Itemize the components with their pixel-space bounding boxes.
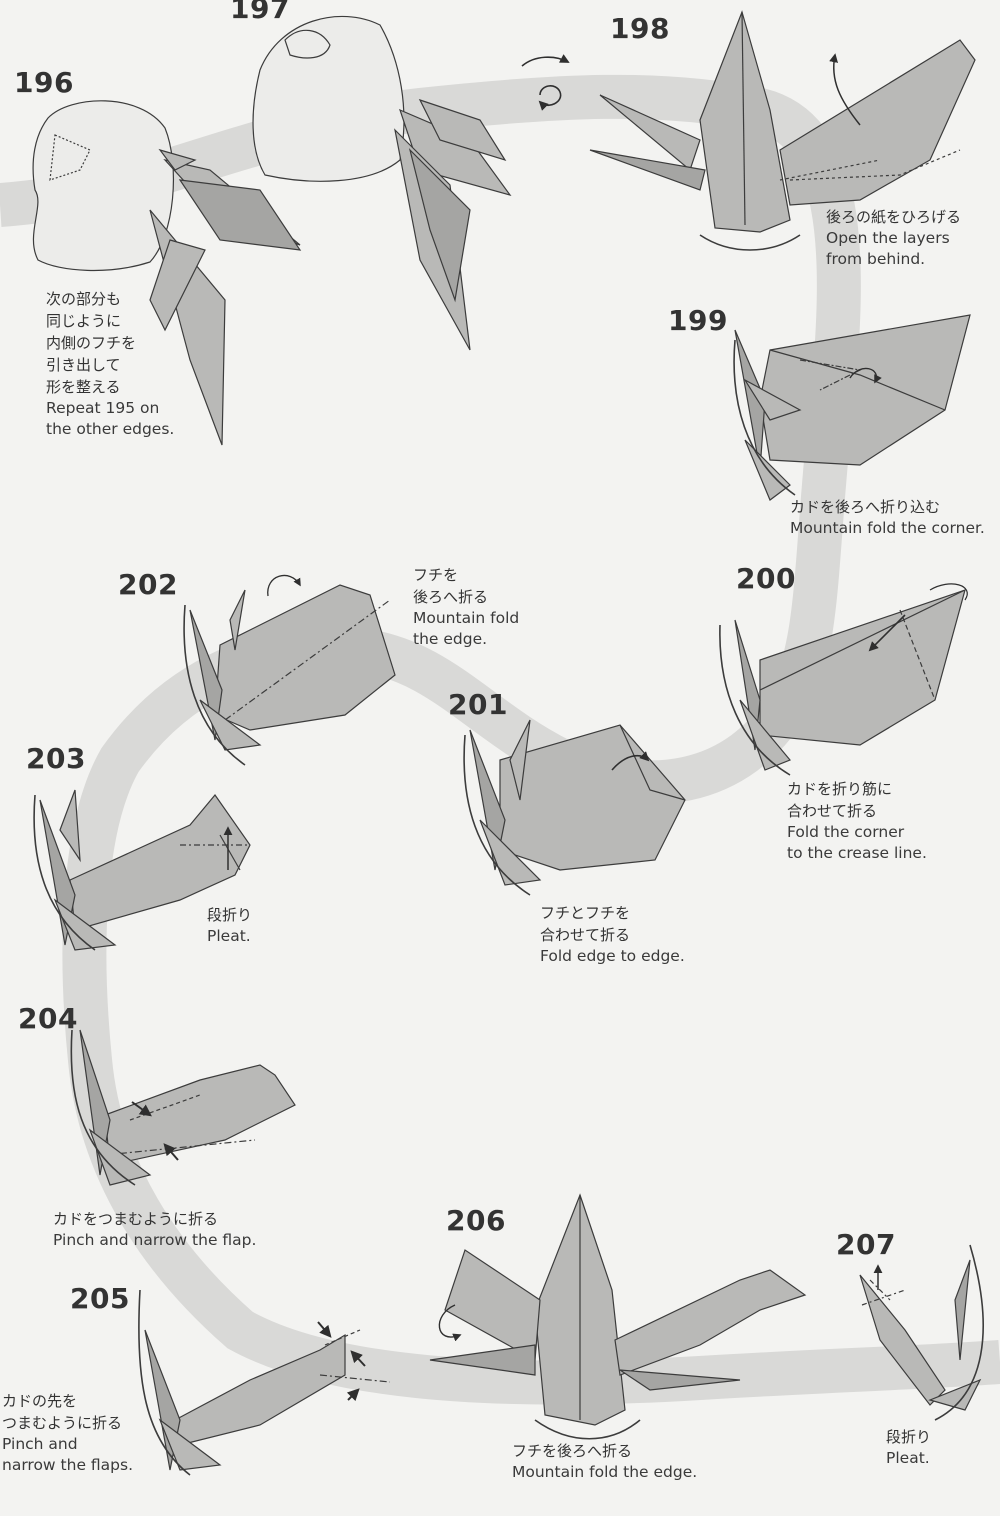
figure-step-204 xyxy=(70,1029,296,1186)
figure-step-207 xyxy=(859,1244,984,1421)
caption-en-line: Fold edge to edge. xyxy=(540,947,685,965)
caption-step-202: フチを 後ろへ折る Mountain fold the edge. xyxy=(413,564,519,650)
caption-ja-line: カドの先を xyxy=(2,1392,78,1410)
caption-ja-line: 後ろへ折る xyxy=(413,588,489,606)
caption-en-line: Repeat 195 on xyxy=(46,399,160,417)
rotate-arrow-icon xyxy=(521,54,570,111)
caption-ja-line: フチを xyxy=(413,566,459,584)
step-number-202: 202 xyxy=(118,568,178,601)
caption-step-198: 後ろの紙をひろげる Open the layers from behind. xyxy=(826,206,961,270)
caption-step-203: 段折り Pleat. xyxy=(207,904,252,947)
caption-ja-line: 次の部分も xyxy=(46,290,122,308)
caption-en-line: Open the layers xyxy=(826,229,950,247)
caption-ja-line: 段折り xyxy=(207,906,253,924)
caption-en-line: Mountain fold the corner. xyxy=(790,519,985,537)
figure-step-203 xyxy=(33,789,251,951)
step-number-201: 201 xyxy=(448,688,508,721)
caption-step-204: カドをつまむように折る Pinch and narrow the flap. xyxy=(53,1208,256,1251)
unfold-arrow-icon xyxy=(829,53,861,126)
figure-step-205 xyxy=(138,1289,391,1476)
figure-step-206 xyxy=(429,1193,807,1440)
caption-en-line: Fold the corner xyxy=(787,823,905,841)
caption-en-line: narrow the flaps. xyxy=(2,1456,134,1474)
step-number-206: 206 xyxy=(446,1204,506,1237)
caption-step-206: フチを後ろへ折る Mountain fold the edge. xyxy=(512,1440,697,1483)
caption-ja-line: フチとフチを xyxy=(540,904,631,922)
step-number-204: 204 xyxy=(18,1002,78,1035)
caption-step-201: フチとフチを 合わせて折る Fold edge to edge. xyxy=(540,902,685,967)
caption-ja-line: 後ろの紙をひろげる xyxy=(826,208,962,226)
figure-step-196 xyxy=(32,100,302,446)
figure-step-199 xyxy=(733,314,971,501)
caption-ja-line: つまむように折る xyxy=(2,1414,123,1432)
caption-en-line: from behind. xyxy=(826,250,926,268)
caption-step-196: 次の部分も 同じように 内側のフチを 引き出して 形を整える Repeat 19… xyxy=(46,288,174,440)
caption-ja-line: フチを後ろへ折る xyxy=(512,1442,633,1460)
step-number-200: 200 xyxy=(736,562,796,595)
caption-ja-line: 合わせて折る xyxy=(787,802,878,820)
caption-ja-line: カドを後ろへ折り込む xyxy=(790,498,941,516)
step-number-196: 196 xyxy=(14,66,74,99)
step-number-199: 199 xyxy=(668,304,728,337)
step-number-203: 203 xyxy=(26,742,86,775)
caption-en-line: Pleat. xyxy=(886,1449,930,1467)
caption-ja-line: 段折り xyxy=(886,1428,932,1446)
figure-step-200 xyxy=(719,583,968,776)
caption-ja-line: 形を整える xyxy=(46,378,121,396)
caption-en-line: Pinch and narrow the flap. xyxy=(53,1231,257,1249)
caption-step-199: カドを後ろへ折り込む Mountain fold the corner. xyxy=(790,496,985,539)
step-number-198: 198 xyxy=(610,12,670,45)
caption-ja-line: カドをつまむように折る xyxy=(53,1210,219,1228)
caption-en-line: Pleat. xyxy=(207,927,251,945)
caption-ja-line: カドを折り筋に xyxy=(787,780,893,798)
figure-step-197 xyxy=(252,15,512,351)
step-number-205: 205 xyxy=(70,1282,130,1315)
caption-en-line: to the crease line. xyxy=(787,844,927,862)
figure-step-198 xyxy=(589,10,976,251)
step-number-197: 197 xyxy=(230,0,290,25)
caption-ja-line: 合わせて折る xyxy=(540,926,631,944)
caption-en-line: the other edges. xyxy=(46,420,175,438)
caption-en-line: Pinch and xyxy=(2,1435,78,1453)
caption-en-line: the edge. xyxy=(413,630,488,648)
figure-step-202 xyxy=(183,574,396,766)
caption-ja-line: 内側のフチを xyxy=(46,334,137,352)
figure-step-201 xyxy=(463,719,686,896)
step-number-207: 207 xyxy=(836,1228,896,1261)
caption-en-line: Mountain fold xyxy=(413,609,520,627)
caption-step-207: 段折り Pleat. xyxy=(886,1426,931,1469)
caption-ja-line: 同じように xyxy=(46,312,122,330)
caption-en-line: Mountain fold the edge. xyxy=(512,1463,698,1481)
caption-ja-line: 引き出して xyxy=(46,356,121,374)
caption-step-205: カドの先を つまむように折る Pinch and narrow the flap… xyxy=(2,1390,133,1476)
caption-step-200: カドを折り筋に 合わせて折る Fold the corner to the cr… xyxy=(787,778,927,864)
